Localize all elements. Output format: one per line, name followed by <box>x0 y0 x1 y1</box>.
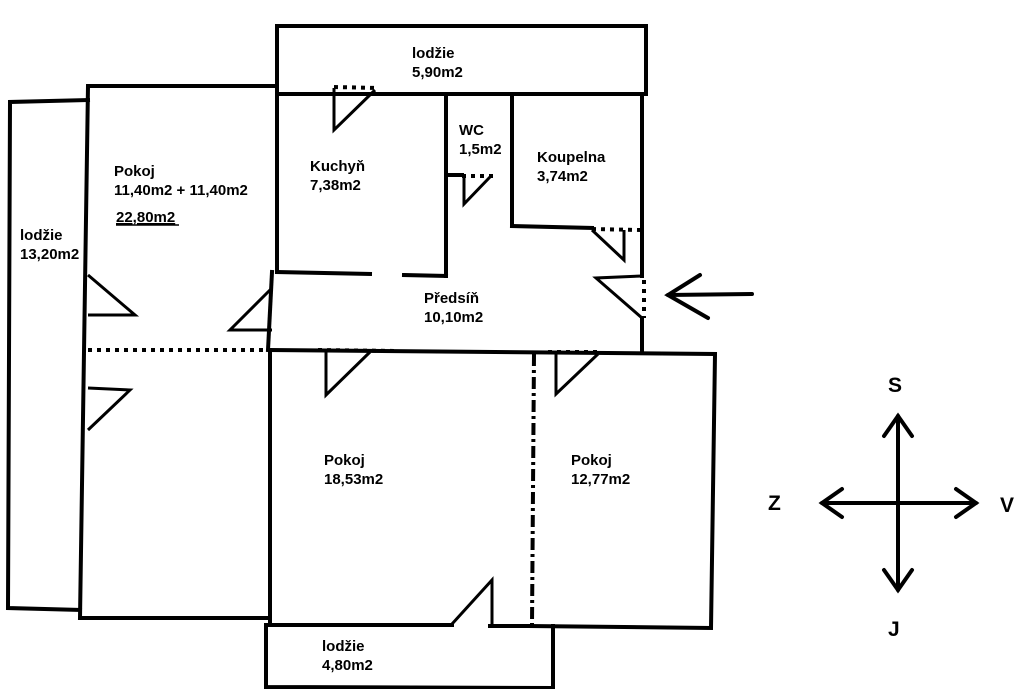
door-left-room-upper <box>87 273 140 317</box>
pokoj-left-total: 22,80m2 <box>116 209 175 226</box>
koupelna-area: 3,74m2 <box>537 168 588 185</box>
compass-south: J <box>888 618 900 641</box>
walls <box>5 24 718 689</box>
door-left-room-lower <box>86 386 134 432</box>
compass-east: V <box>1000 494 1014 517</box>
door-left-room-hall <box>226 286 274 332</box>
door-bathroom <box>590 228 626 264</box>
kuchyn-area: 7,38m2 <box>310 177 361 194</box>
room-labels: lodžie 5,90m2 lodžie 13,20m2 Pokoj 11,40… <box>20 45 630 674</box>
pokoj-right-name: Pokoj <box>571 452 612 469</box>
compass-west: Z <box>768 492 781 515</box>
kuchyn-name: Kuchyň <box>310 158 365 175</box>
pokoj-middle-area: 18,53m2 <box>324 471 383 488</box>
wc-area: 1,5m2 <box>459 141 502 158</box>
pokoj-left-area: 11,40m2 + 11,40m2 <box>114 182 248 199</box>
door-right-room <box>554 352 600 398</box>
compass-north: S <box>888 374 902 397</box>
lodzie-top-area: 5,90m2 <box>412 64 463 81</box>
pokoj-left-name: Pokoj <box>114 163 155 180</box>
door-entrance <box>592 274 643 320</box>
door-kitchen <box>332 88 377 134</box>
pokoj-right-area: 12,77m2 <box>571 471 630 488</box>
predsin-name: Předsíň <box>424 290 479 307</box>
compass-arrows-icon <box>818 412 980 594</box>
predsin-area: 10,10m2 <box>424 309 483 326</box>
door-middle-room <box>324 350 372 399</box>
arrow-left-icon <box>664 273 754 320</box>
lodzie-bottom-name: lodžie <box>322 638 365 655</box>
lodzie-top-name: lodžie <box>412 45 455 62</box>
compass: S J Z V <box>768 374 1014 641</box>
door-wc <box>462 175 492 208</box>
doors <box>86 88 643 626</box>
lodzie-left-area: 13,20m2 <box>20 246 79 263</box>
pokoj-middle-name: Pokoj <box>324 452 365 469</box>
partitions <box>88 85 646 626</box>
door-bottom-loggia <box>450 576 494 626</box>
wc-name: WC <box>459 122 484 139</box>
koupelna-name: Koupelna <box>537 149 606 166</box>
lodzie-left-name: lodžie <box>20 227 63 244</box>
lodzie-bottom-area: 4,80m2 <box>322 657 373 674</box>
